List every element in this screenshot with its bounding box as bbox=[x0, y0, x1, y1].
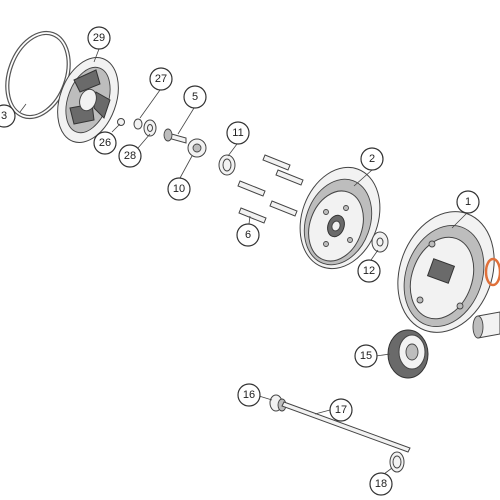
leader-lines bbox=[19, 48, 468, 475]
svg-text:28: 28 bbox=[124, 150, 136, 162]
part-28-washer bbox=[143, 119, 157, 137]
svg-text:15: 15 bbox=[360, 350, 372, 362]
bushing bbox=[472, 311, 500, 339]
svg-text:26: 26 bbox=[99, 137, 111, 149]
svg-text:18: 18 bbox=[375, 478, 387, 490]
callout-3: 3 bbox=[0, 104, 16, 128]
callout-5: 5 bbox=[183, 85, 207, 109]
svg-text:5: 5 bbox=[192, 91, 198, 103]
part-15-gear bbox=[387, 329, 429, 379]
highlight-oring bbox=[484, 257, 500, 287]
callout-15: 15 bbox=[354, 344, 378, 368]
callout-11: 11 bbox=[226, 121, 250, 145]
callout-16: 16 bbox=[237, 383, 261, 407]
part-5-bolt bbox=[163, 128, 187, 144]
svg-text:27: 27 bbox=[155, 73, 167, 85]
svg-text:11: 11 bbox=[232, 127, 243, 139]
part-10-nut bbox=[187, 138, 207, 158]
part-11-spacer bbox=[218, 154, 236, 176]
svg-text:10: 10 bbox=[173, 183, 185, 195]
part-17-push-rod bbox=[281, 401, 411, 453]
callout-26: 26 bbox=[93, 131, 117, 155]
svg-text:6: 6 bbox=[245, 229, 251, 241]
callout-27: 27 bbox=[149, 67, 173, 91]
callout-17: 17 bbox=[329, 398, 353, 422]
svg-text:16: 16 bbox=[243, 389, 255, 401]
callout-1: 1 bbox=[456, 190, 480, 214]
callout-6: 6 bbox=[236, 223, 260, 247]
callout-2: 2 bbox=[360, 147, 384, 171]
part-6-pins bbox=[237, 154, 304, 224]
part-18-ring bbox=[389, 451, 405, 473]
part-12-washer bbox=[371, 231, 389, 253]
svg-text:29: 29 bbox=[93, 32, 105, 44]
svg-text:1: 1 bbox=[465, 196, 471, 208]
part-27-ring bbox=[133, 118, 143, 130]
svg-text:3: 3 bbox=[1, 110, 7, 122]
callout-10: 10 bbox=[167, 177, 191, 201]
part-2-clutch-hub bbox=[299, 166, 381, 270]
callout-12: 12 bbox=[357, 259, 381, 283]
callout-29: 29 bbox=[87, 26, 111, 50]
svg-text:2: 2 bbox=[369, 153, 375, 165]
callout-28: 28 bbox=[118, 144, 142, 168]
svg-text:17: 17 bbox=[335, 404, 347, 416]
part-26-washer bbox=[117, 118, 125, 126]
svg-text:12: 12 bbox=[363, 265, 375, 277]
part-1-clutch-housing bbox=[397, 211, 495, 333]
part-29-pressure-plate bbox=[57, 57, 119, 143]
callout-18: 18 bbox=[369, 472, 393, 496]
